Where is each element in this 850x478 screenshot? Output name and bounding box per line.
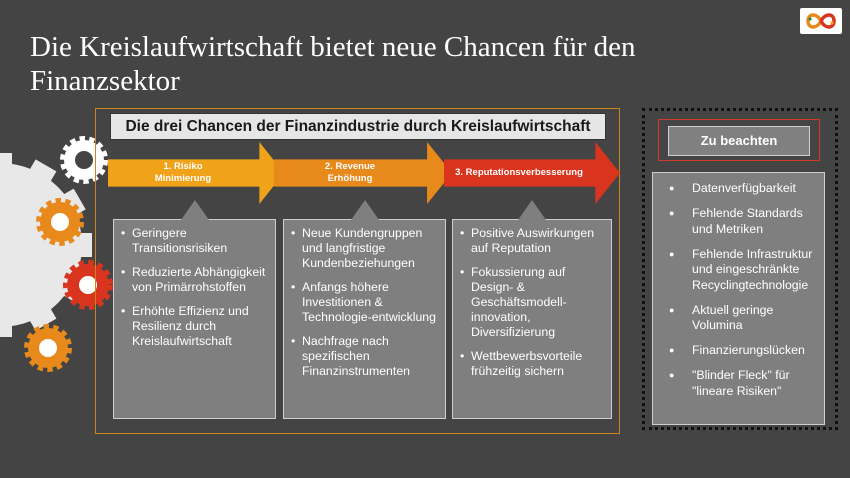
column-reputation: Positive Auswirkungen auf Reputation Fok… xyxy=(452,219,612,419)
list-item: Wettbewerbsvorteile frühzeitig sichern xyxy=(459,349,605,379)
list-item: Neue Kundengruppen und langfristige Kund… xyxy=(290,226,439,271)
list-item: Fokussierung auf Design- & Geschäftsmode… xyxy=(459,265,605,340)
arrow-label-line2: Erhöhung xyxy=(325,173,375,185)
list-item: Erhöhte Effizienz und Resilienz durch Kr… xyxy=(120,304,269,349)
list-item: Finanzierungslücken xyxy=(659,343,818,359)
list-item: Anfangs höhere Investitionen & Technolog… xyxy=(290,280,439,325)
orange-gear-top-icon xyxy=(40,202,80,242)
list-item: Geringere Transitionsrisiken xyxy=(120,226,269,256)
list-item: Fehlende Standards und Metriken xyxy=(659,206,818,237)
arrow-label-line1: 2. Revenue xyxy=(325,161,375,173)
column-risk: Geringere Transitionsrisiken Reduzierte … xyxy=(113,219,276,419)
list-item: Aktuell geringe Volumina xyxy=(659,303,818,334)
considerations-header: Zu beachten xyxy=(668,126,810,156)
list-item: Datenverfügbarkeit xyxy=(659,181,818,197)
considerations-list: Datenverfügbarkeit Fehlende Standards un… xyxy=(652,172,825,425)
arrow-label-line1: 3. Reputationsverbesserung xyxy=(455,167,583,179)
opportunities-header: Die drei Chancen der Finanzindustrie dur… xyxy=(110,113,606,140)
arrow-label-line1: 1. Risiko xyxy=(155,161,211,173)
infinity-logo-icon xyxy=(800,8,842,34)
logo xyxy=(800,8,842,34)
slide-title: Die Kreislaufwirtschaft bietet neue Chan… xyxy=(30,30,750,98)
list-item: Positive Auswirkungen auf Reputation xyxy=(459,226,605,256)
orange-gear-bottom-icon xyxy=(28,328,68,368)
list-item: "Blinder Fleck" für "lineare Risiken" xyxy=(659,368,818,399)
list-item: Nachfrage nach spezifischen Finanzinstru… xyxy=(290,334,439,379)
list-item: Reduzierte Abhängigkeit von Primärrohsto… xyxy=(120,265,269,295)
column-revenue: Neue Kundengruppen und langfristige Kund… xyxy=(283,219,446,419)
list-item: Fehlende Infrastruktur und eingeschränkt… xyxy=(659,247,818,294)
arrow-label-line2: Minimierung xyxy=(155,173,211,185)
